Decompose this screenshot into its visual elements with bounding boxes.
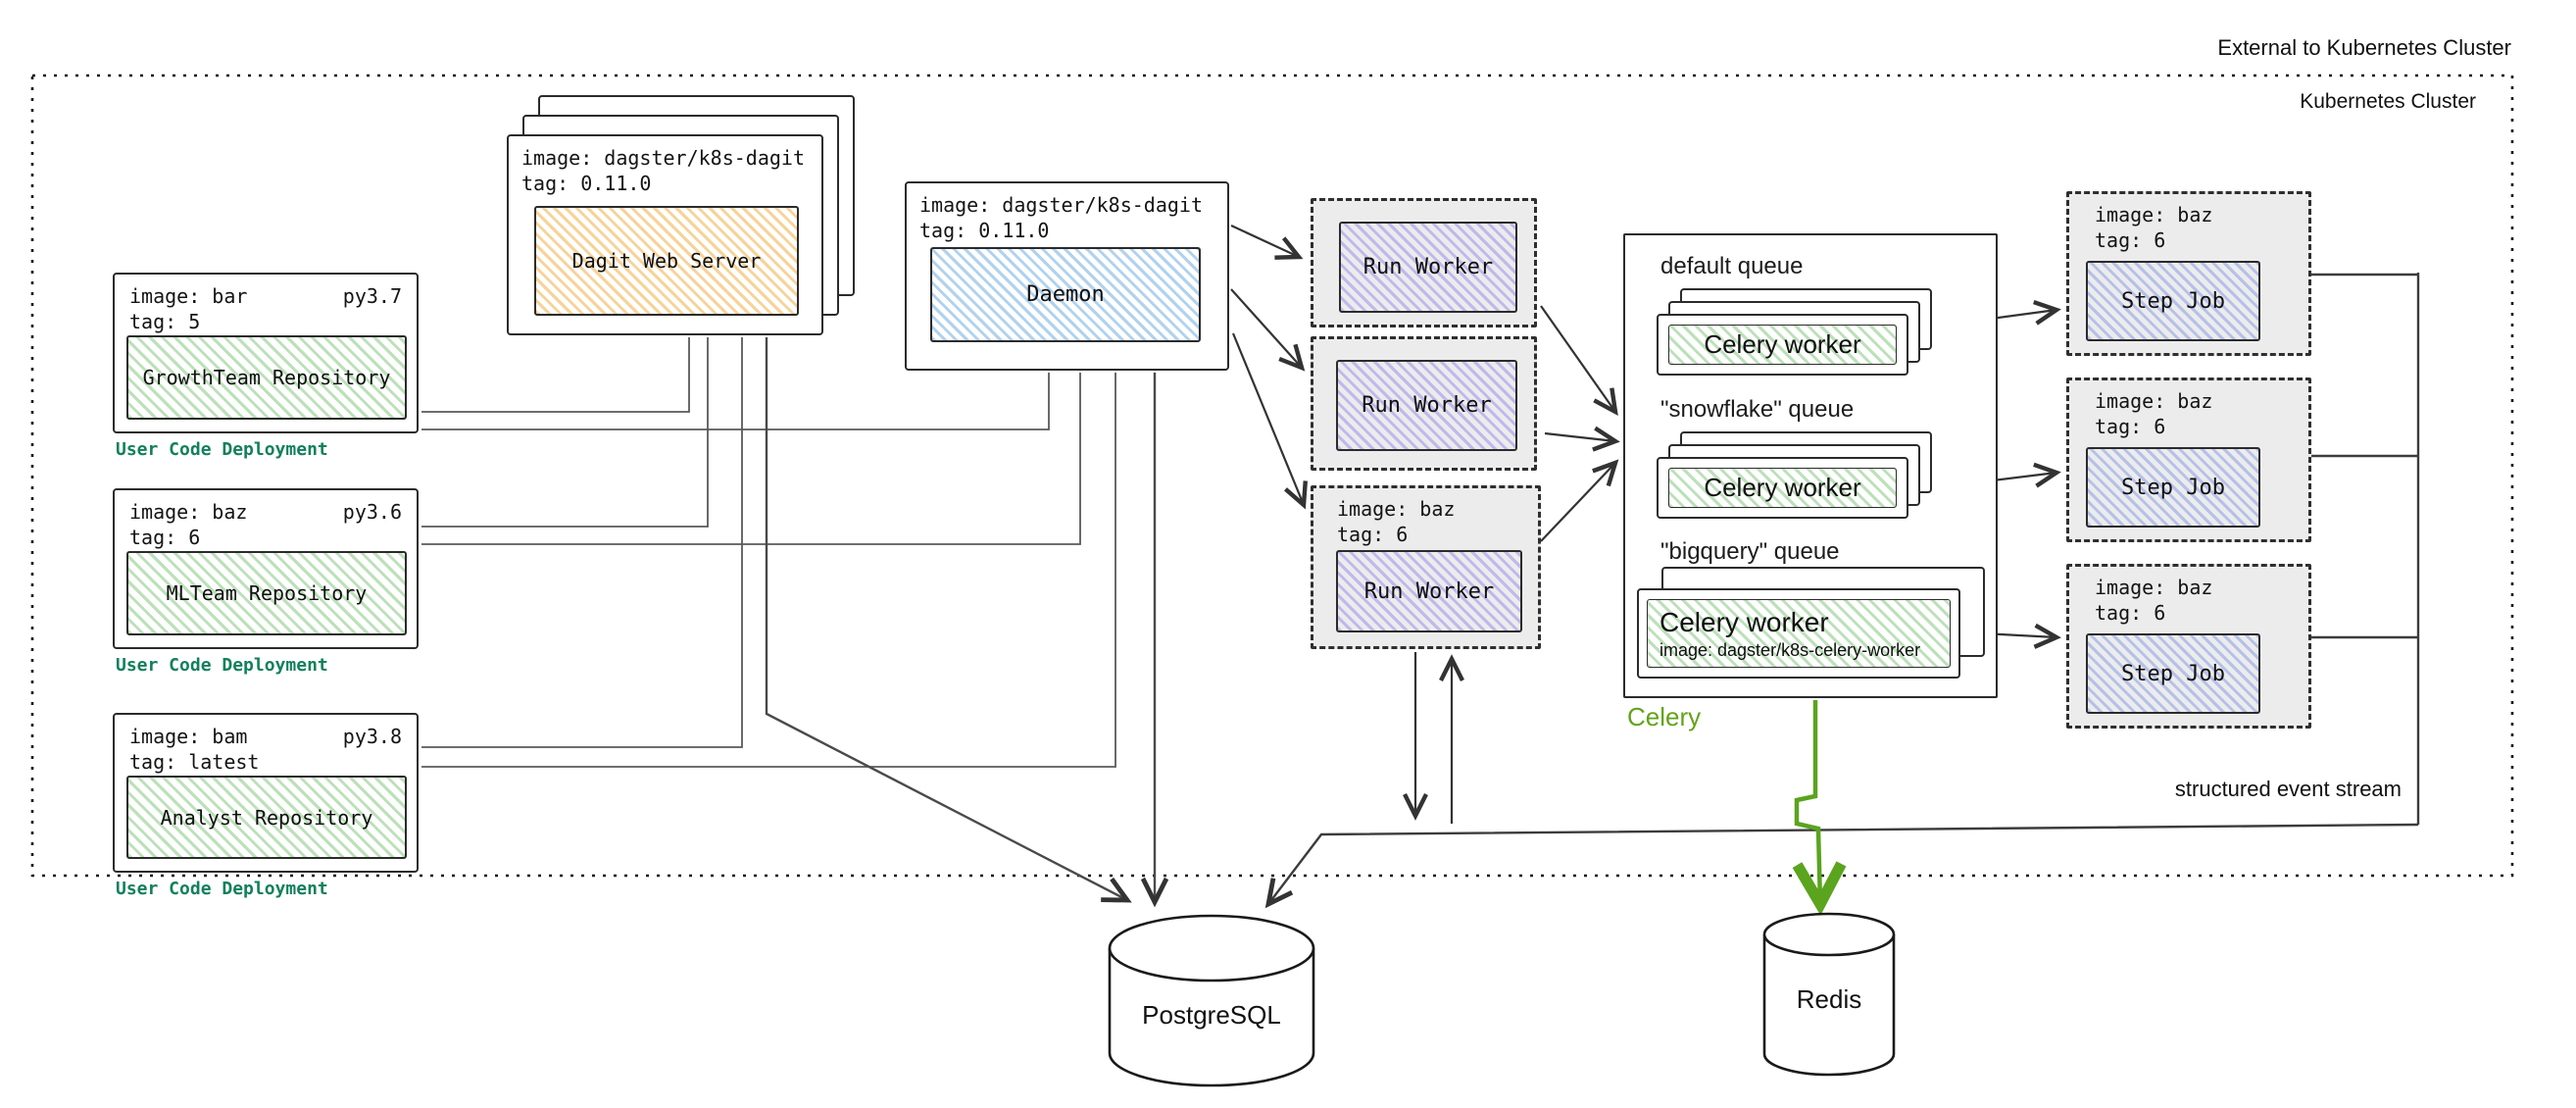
deployment-3-caption: User Code Deployment	[116, 879, 328, 899]
growthteam-repository-label: GrowthTeam Repository	[142, 366, 391, 389]
deployment-1-header: image: bar py3.7 tag: 5	[115, 275, 417, 335]
deployment-2-image: image: baz	[129, 500, 248, 524]
run-worker-1-label: Run Worker	[1362, 255, 1494, 279]
step-job-1-header: image: baz tag: 6	[2069, 194, 2308, 254]
dagit-title-box: Dagit Web Server	[534, 206, 799, 316]
mlteam-repository-label: MLTeam Repository	[166, 581, 368, 605]
deployment-1-tag: tag: 5	[129, 310, 201, 334]
run-worker-2-label: Run Worker	[1362, 393, 1492, 418]
daemon-title-box: Daemon	[930, 247, 1201, 342]
step-job-3: image: baz tag: 6 Step Job	[2066, 564, 2311, 729]
step-job-3-box: Step Job	[2086, 633, 2260, 714]
deployment-2-header: image: baz py3.6 tag: 6	[115, 490, 417, 551]
deployment-1-python: py3.7	[342, 284, 402, 308]
user-code-deployment-1: image: bar py3.7 tag: 5 GrowthTeam Reposi…	[113, 273, 419, 433]
run-worker-3-image: image: baz	[1337, 497, 1456, 521]
postgres-label: PostgreSQL	[1142, 1000, 1281, 1030]
default-queue-label: default queue	[1660, 253, 1804, 279]
structured-event-stream-label: structured event stream	[2174, 777, 2402, 801]
step-job-1-image: image: baz	[2095, 203, 2213, 227]
run-worker-3-tag: tag: 6	[1337, 523, 1409, 547]
kubernetes-cluster-label: Kubernetes Cluster	[2300, 90, 2476, 113]
snowflake-queue-label: "snowflake" queue	[1660, 396, 1855, 423]
redis-label: Redis	[1796, 984, 1862, 1014]
dagit-web-server: image: dagster/k8s-dagit tag: 0.11.0 Dag…	[507, 134, 823, 335]
step-job-2-box: Step Job	[2086, 447, 2260, 528]
mlteam-repository-box: MLTeam Repository	[126, 551, 407, 635]
daemon-title-label: Daemon	[1026, 282, 1105, 307]
step-job-2-image: image: baz	[2095, 389, 2213, 413]
analyst-repository-box: Analyst Repository	[126, 776, 407, 859]
step-job-3-tag: tag: 6	[2095, 601, 2166, 626]
daemon-image: image: dagster/k8s-dagit	[919, 193, 1203, 217]
step-job-3-header: image: baz tag: 6	[2069, 567, 2308, 627]
deployment-1-image: image: bar	[129, 284, 248, 308]
step-job-2-label: Step Job	[2121, 475, 2225, 500]
default-queue-worker-box: Celery worker	[1668, 325, 1897, 365]
daemon-tag: tag: 0.11.0	[919, 219, 1050, 243]
run-worker-3-header: image: baz tag: 6	[1313, 488, 1538, 548]
dagit-title-label: Dagit Web Server	[571, 249, 762, 273]
run-worker-2: Run Worker	[1311, 336, 1537, 471]
deployment-3-python: py3.8	[342, 725, 402, 748]
deployment-3-image: image: bam	[129, 725, 248, 748]
bigquery-queue-worker-image: image: dagster/k8s-celery-worker	[1660, 639, 1921, 660]
deployment-3-header: image: bam py3.8 tag: latest	[115, 715, 417, 776]
celery-label: Celery	[1627, 702, 1702, 731]
external-cluster-label: External to Kubernetes Cluster	[2217, 35, 2511, 60]
user-code-deployment-2: image: baz py3.6 tag: 6 MLTeam Repository	[113, 488, 419, 649]
dagit-image: image: dagster/k8s-dagit	[521, 146, 805, 170]
daemon-header: image: dagster/k8s-dagit tag: 0.11.0	[907, 183, 1227, 244]
deployment-2-tag: tag: 6	[129, 526, 201, 550]
default-queue-worker-label: Celery worker	[1704, 329, 1861, 359]
snowflake-queue-celery-worker: Celery worker	[1657, 457, 1908, 519]
celery-to-redis-arrow	[1797, 700, 1820, 904]
deployment-1-caption: User Code Deployment	[116, 439, 328, 460]
step-job-3-label: Step Job	[2121, 661, 2225, 686]
snowflake-queue-worker-box: Celery worker	[1668, 468, 1897, 508]
run-worker-3-label: Run Worker	[1363, 579, 1495, 604]
bigquery-queue-worker-label: Celery worker	[1660, 606, 1829, 637]
run-worker-3: image: baz tag: 6 Run Worker	[1311, 485, 1541, 649]
step-job-2-tag: tag: 6	[2095, 415, 2166, 439]
step-job-2-header: image: baz tag: 6	[2069, 380, 2308, 440]
deployment-2-python: py3.6	[342, 500, 402, 524]
deployment-3-tag: tag: latest	[129, 750, 260, 775]
dagit-tag: tag: 0.11.0	[521, 172, 652, 196]
run-worker-3-box: Run Worker	[1336, 550, 1522, 632]
analyst-repository-label: Analyst Repository	[160, 805, 373, 830]
storage-wires	[765, 337, 1169, 908]
run-worker-to-celery-arrows	[1540, 305, 1620, 542]
bigquery-queue-label: "bigquery" queue	[1660, 538, 1840, 565]
snowflake-queue-worker-label: Celery worker	[1704, 473, 1861, 502]
step-job-1-label: Step Job	[2121, 288, 2225, 314]
bigquery-queue-worker-box: Celery worker image: dagster/k8s-celery-…	[1647, 599, 1951, 668]
user-code-grpc-wires	[421, 337, 1116, 768]
step-job-2: image: baz tag: 6 Step Job	[2066, 378, 2311, 542]
run-worker-db-arrows	[1403, 652, 1464, 824]
deployment-2-caption: User Code Deployment	[116, 655, 328, 676]
step-job-1: image: baz tag: 6 Step Job	[2066, 191, 2311, 356]
step-job-3-image: image: baz	[2095, 576, 2213, 599]
user-code-deployment-3: image: bam py3.8 tag: latest Analyst Repo…	[113, 713, 419, 873]
step-job-1-tag: tag: 6	[2095, 228, 2166, 253]
run-worker-1: Run Worker	[1311, 198, 1537, 327]
growthteam-repository-box: GrowthTeam Repository	[126, 335, 407, 420]
run-worker-1-box: Run Worker	[1339, 222, 1517, 313]
run-worker-2-box: Run Worker	[1336, 360, 1517, 451]
bigquery-queue-celery-worker: Celery worker image: dagster/k8s-celery-…	[1637, 588, 1960, 679]
dagit-header: image: dagster/k8s-dagit tag: 0.11.0	[509, 136, 821, 197]
daemon-to-run-worker-arrows	[1230, 225, 1308, 510]
default-queue-celery-worker: Celery worker	[1657, 314, 1908, 376]
step-job-1-box: Step Job	[2086, 261, 2260, 341]
daemon: image: dagster/k8s-dagit tag: 0.11.0 Dae…	[905, 181, 1229, 371]
